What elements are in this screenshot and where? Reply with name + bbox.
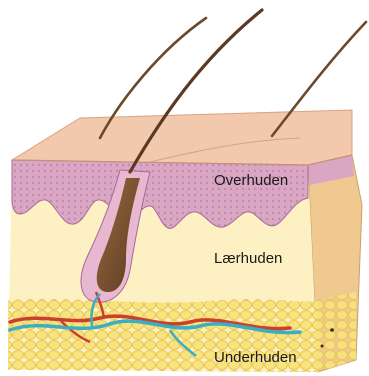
label-epidermis: Overhuden xyxy=(214,172,288,189)
label-hypodermis: Underhuden xyxy=(214,349,297,366)
side-dot xyxy=(330,328,334,332)
side-dot xyxy=(321,345,324,348)
skin-top-surface xyxy=(12,110,352,165)
side-fat xyxy=(318,292,356,372)
label-dermis: Lærhuden xyxy=(214,250,282,267)
